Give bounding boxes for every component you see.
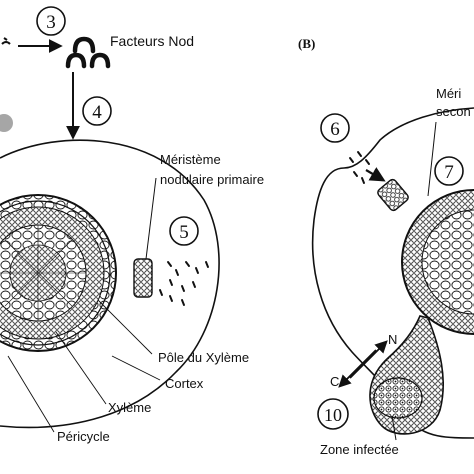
right-panel: (B) 6 7 Méri secon [298, 36, 474, 457]
step-6-marker: 6 [320, 113, 350, 143]
nc-arrows: N C [330, 332, 397, 389]
nod-factors-icon [65, 36, 111, 69]
secon-partial-label: secon [436, 104, 471, 119]
step-4-marker: 4 [82, 96, 112, 126]
step-7-marker: 7 [434, 156, 464, 186]
meristeme-pointer [145, 177, 157, 260]
step-7-number: 7 [444, 162, 454, 183]
arrow-c [338, 349, 377, 388]
bacterium-dot [0, 114, 13, 132]
root-cross-section-outline [0, 139, 220, 429]
primary-nodule-meristem [133, 258, 153, 298]
infected-zone [373, 377, 423, 419]
step-10-number: 10 [324, 405, 342, 425]
arrow-c-label: C [330, 374, 339, 389]
step-3-number: 3 [46, 12, 56, 33]
step-10-marker: 10 [317, 398, 349, 430]
infection-arrow [365, 167, 386, 182]
rhizobium-fragment [1, 37, 11, 45]
step-5-marker: 5 [169, 216, 199, 246]
step-3-marker: 3 [36, 6, 66, 36]
rhizobia-cluster-right [349, 151, 370, 184]
label-pointers [7, 299, 161, 433]
infection-thread [377, 178, 409, 212]
cortex-label: Cortex [165, 376, 204, 391]
left-panel: 3 Facteurs Nod 4 [0, 6, 264, 444]
step-4-number: 4 [92, 102, 102, 123]
stele-right [401, 189, 474, 335]
meri-partial-label: Méri [436, 86, 461, 101]
facteurs-nod-label: Facteurs Nod [110, 33, 194, 49]
pole-xyleme-label: Pôle du Xylème [158, 350, 249, 365]
step-5-number: 5 [179, 222, 189, 243]
arrow-n [349, 340, 388, 379]
stele [0, 194, 117, 352]
xyleme-label: Xylème [108, 400, 151, 415]
step-6-number: 6 [330, 119, 340, 140]
arrow-n-label: N [388, 332, 397, 347]
zone-infectee-label: Zone infectée [320, 442, 399, 457]
pericycle-label: Péricycle [57, 429, 110, 444]
meristeme-label-line2: nodulaire primaire [160, 172, 264, 187]
panel-label-b: (B) [298, 36, 315, 51]
zone-infectee-pointer [391, 415, 397, 441]
nodule [369, 315, 445, 435]
rhizobia-cluster [159, 261, 209, 306]
secondary-meristem-pointer [427, 121, 437, 197]
meristeme-label-line1: Méristème [160, 152, 221, 167]
